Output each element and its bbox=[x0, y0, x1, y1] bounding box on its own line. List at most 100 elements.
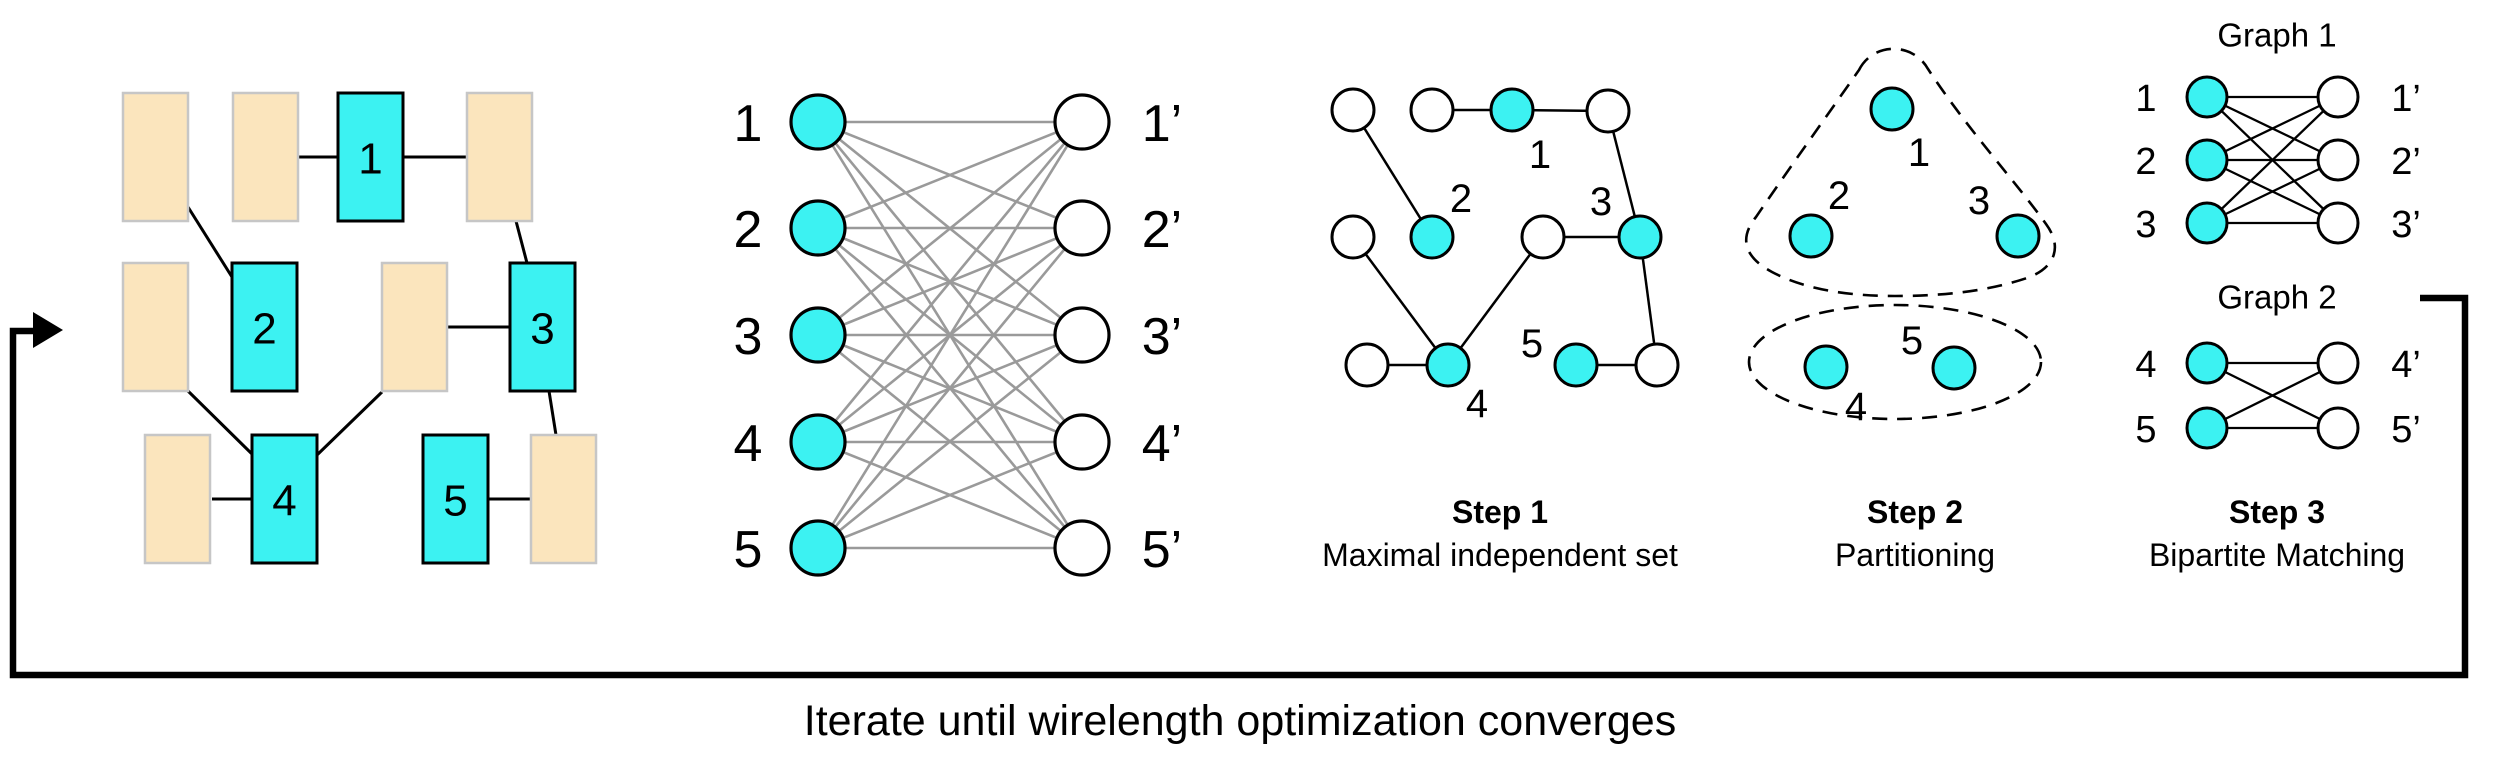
placement-cell-label: 1 bbox=[358, 135, 382, 184]
placement-wire bbox=[315, 390, 384, 457]
step2-node-1 bbox=[1869, 86, 1915, 132]
bipartite-right-node-3’ bbox=[1053, 306, 1111, 364]
placement-filler-cell bbox=[529, 433, 598, 565]
matching-left-node-5 bbox=[2185, 406, 2229, 450]
step1-node-label: 3 bbox=[1590, 180, 1612, 224]
step2-node-label: 4 bbox=[1845, 385, 1867, 429]
step1-node-label: 5 bbox=[1521, 322, 1543, 366]
bipartite-right-label: 2’ bbox=[1142, 201, 1182, 259]
bipartite-right-label: 5’ bbox=[1142, 521, 1182, 579]
step1-node bbox=[1585, 88, 1631, 134]
step1-node-label: 2 bbox=[1450, 177, 1472, 221]
step1-node-2 bbox=[1409, 214, 1455, 260]
bipartite-edge-4-1 bbox=[816, 121, 1084, 443]
matching-left-node-1 bbox=[2185, 75, 2229, 119]
bipartite-edge-5-2 bbox=[816, 227, 1084, 549]
matching-right-node-5’ bbox=[2316, 406, 2360, 450]
partition-boundary-upper bbox=[1745, 47, 2057, 298]
bipartite-left-node-5 bbox=[789, 519, 847, 577]
caption-step-subtitle: Partitioning bbox=[1835, 537, 1995, 573]
step1-node-4 bbox=[1425, 342, 1471, 388]
step1-node bbox=[1330, 214, 1376, 260]
placement-filler-cell bbox=[121, 91, 190, 223]
bipartite-left-label: 4 bbox=[734, 415, 763, 473]
iteration-loop bbox=[9, 294, 2469, 679]
matching-right-node-3’ bbox=[2316, 201, 2360, 245]
placement-cell-5 bbox=[421, 433, 490, 565]
partition-boundary-lower bbox=[1747, 303, 2043, 421]
matching-left-node-4 bbox=[2185, 341, 2229, 385]
matching-edge bbox=[2206, 96, 2339, 224]
step2-node-2 bbox=[1788, 213, 1834, 259]
bipartite-edge-3-1 bbox=[817, 120, 1083, 337]
graph-title: Graph 1 bbox=[2217, 17, 2336, 54]
caption-step-title: Step 3 bbox=[2229, 494, 2325, 530]
bipartite-left-node-2 bbox=[789, 199, 847, 257]
step1-node-label: 1 bbox=[1529, 133, 1551, 177]
step2-node-label: 3 bbox=[1968, 179, 1990, 223]
bipartite-left-label: 1 bbox=[734, 95, 763, 153]
placement-wire bbox=[547, 390, 558, 436]
matching-right-label: 1’ bbox=[2391, 78, 2421, 120]
bipartite-right-node-4’ bbox=[1053, 413, 1111, 471]
caption-step-title: Step 2 bbox=[1867, 494, 1963, 530]
matching-left-label: 5 bbox=[2135, 409, 2156, 451]
matching-right-node-4’ bbox=[2316, 341, 2360, 385]
step2-node-5 bbox=[1931, 345, 1977, 391]
bipartite-right-label: 4’ bbox=[1142, 415, 1182, 473]
placement-wire bbox=[186, 389, 255, 457]
placement-wire bbox=[186, 206, 234, 278]
placement-cell-3 bbox=[508, 261, 577, 393]
loop-path bbox=[9, 294, 2469, 679]
placement-filler-cell bbox=[121, 261, 190, 393]
placement-filler-cell bbox=[231, 91, 300, 223]
matching-edge bbox=[2206, 361, 2339, 430]
step1-edge bbox=[1351, 236, 1450, 366]
bipartite-left-label: 5 bbox=[734, 521, 763, 579]
iterate-caption: Iterate until wirelength optimization co… bbox=[804, 697, 1676, 745]
bipartite-left-label: 3 bbox=[734, 308, 763, 366]
bipartite-right-label: 1’ bbox=[1142, 95, 1182, 153]
matching-left-label: 1 bbox=[2135, 78, 2156, 120]
bipartite-edge-5-4 bbox=[817, 440, 1083, 550]
matching-left-label: 3 bbox=[2135, 204, 2156, 246]
matching-right-node-2’ bbox=[2316, 138, 2360, 182]
loop-arrowhead-icon bbox=[33, 312, 63, 348]
step1-node-1 bbox=[1489, 87, 1535, 133]
placement-cell-1 bbox=[336, 91, 405, 223]
step1-edge bbox=[1446, 236, 1545, 366]
matching-right-label: 5’ bbox=[2391, 409, 2421, 451]
footer: Iterate until wirelength optimization co… bbox=[804, 697, 1676, 745]
step2-node-4 bbox=[1803, 344, 1849, 390]
bipartite-right-label: 3’ bbox=[1142, 308, 1182, 366]
placement-cell-label: 4 bbox=[272, 477, 296, 526]
placement-cell-label: 5 bbox=[443, 477, 467, 526]
step1-graph: 1 2 3 45 bbox=[1330, 87, 1680, 426]
placement-wire bbox=[514, 220, 529, 264]
step1-node bbox=[1634, 342, 1680, 388]
caption-step-subtitle: Bipartite Matching bbox=[2149, 537, 2405, 573]
placement-filler-cell bbox=[143, 433, 212, 565]
matching-left-node-2 bbox=[2185, 138, 2229, 182]
bipartite-edge-5-1 bbox=[816, 121, 1084, 549]
placement-cell-label: 2 bbox=[252, 305, 276, 354]
matching-right-label: 4’ bbox=[2391, 344, 2421, 386]
step1-node-label: 4 bbox=[1466, 382, 1488, 426]
step2-node-3 bbox=[1995, 213, 2041, 259]
step1-node-3 bbox=[1617, 214, 1663, 260]
bipartite-right-node-1’ bbox=[1053, 93, 1111, 151]
step1-node-5 bbox=[1553, 342, 1599, 388]
matching-right-node-1’ bbox=[2316, 75, 2360, 119]
matching-left-label: 2 bbox=[2135, 141, 2156, 183]
bipartite-right-node-5’ bbox=[1053, 519, 1111, 577]
bipartite-left-node-3 bbox=[789, 306, 847, 364]
placement-filler-cell bbox=[465, 91, 534, 223]
graph-title: Graph 2 bbox=[2217, 279, 2336, 316]
matching-left-label: 4 bbox=[2135, 344, 2156, 386]
